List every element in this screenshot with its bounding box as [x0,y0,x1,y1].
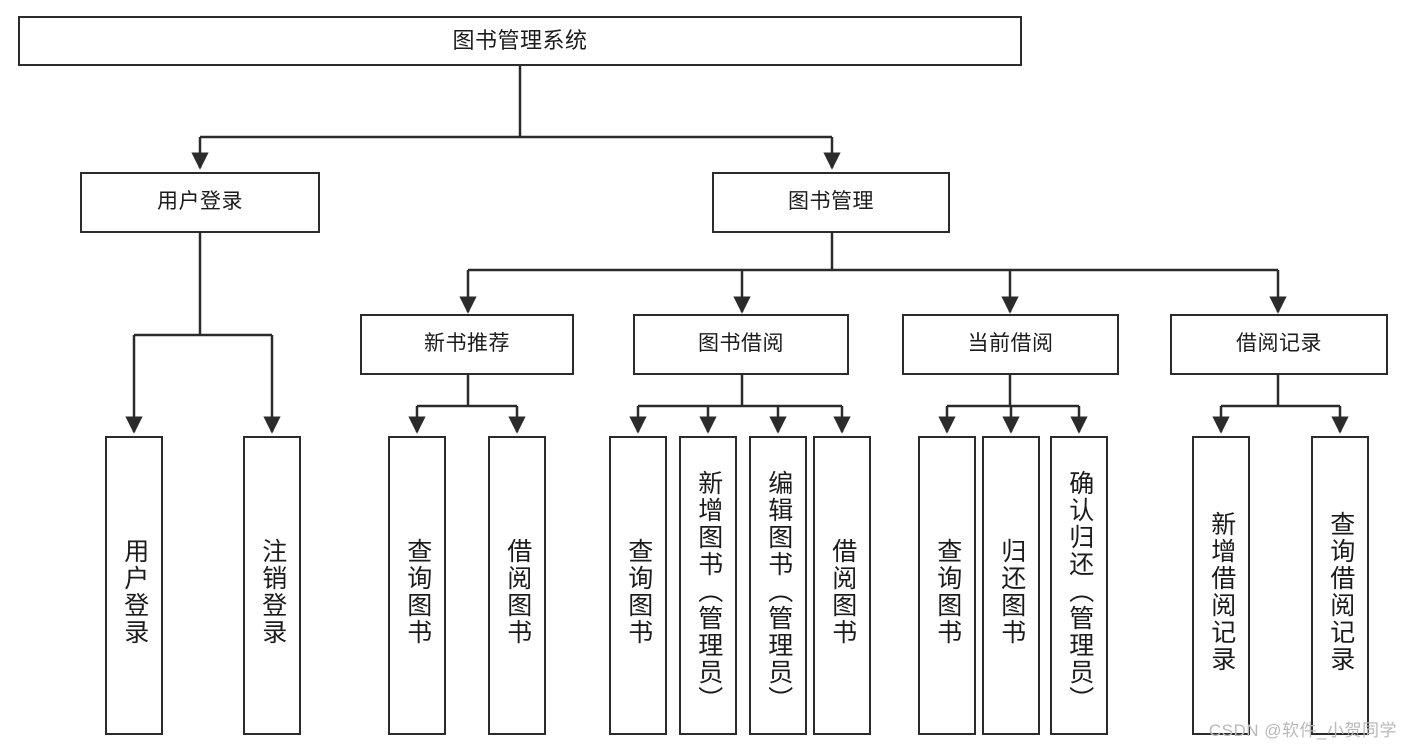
node-label: 图书管理系统 [452,28,588,54]
node-new-book-recommend[interactable]: 新书推荐 [360,314,574,375]
node-label: 用户登录 [120,538,149,646]
node-label: 新书推荐 [424,332,510,356]
leaf-currentborrow-query-book[interactable]: 查询图书 [918,436,976,735]
node-label: 注销登录 [258,538,287,646]
leaf-newbook-query-book[interactable]: 查询图书 [388,436,446,735]
leaf-user-logout[interactable]: 注销登录 [243,436,301,735]
node-root-system[interactable]: 图书管理系统 [18,16,1022,66]
node-label: 查询图书 [933,538,962,646]
node-label: 编辑图书（管理员） [764,470,793,713]
node-label: 查询借阅记录 [1326,511,1355,673]
node-current-borrow[interactable]: 当前借阅 [902,314,1119,375]
leaf-bookborrow-edit-book-admin[interactable]: 编辑图书（管理员） [749,436,807,735]
leaf-bookborrow-query-book[interactable]: 查询图书 [609,436,667,735]
node-label: 借阅图书 [828,538,857,646]
node-label: 用户登录 [157,190,243,214]
node-label: 新增借阅记录 [1207,511,1236,673]
leaf-borrowrecord-add-record[interactable]: 新增借阅记录 [1192,436,1250,735]
node-label: 查询图书 [624,538,653,646]
leaf-bookborrow-add-book-admin[interactable]: 新增图书（管理员） [679,436,737,735]
node-label: 确认归还（管理员） [1065,470,1094,713]
leaf-bookborrow-borrow-book[interactable]: 借阅图书 [813,436,871,735]
node-book-borrow[interactable]: 图书借阅 [633,314,849,375]
node-borrow-record[interactable]: 借阅记录 [1170,314,1388,375]
leaf-currentborrow-confirm-return-admin[interactable]: 确认归还（管理员） [1050,436,1108,735]
node-label: 当前借阅 [967,332,1054,356]
node-user-login[interactable]: 用户登录 [80,172,320,233]
csdn-watermark: CSDN @软件_小贺同学 [1208,721,1397,740]
node-label: 归还图书 [997,538,1026,646]
leaf-borrowrecord-query-record[interactable]: 查询借阅记录 [1311,436,1369,735]
node-label: 图书借阅 [698,332,784,356]
leaf-user-login[interactable]: 用户登录 [105,436,163,735]
node-label: 图书管理 [788,190,874,214]
node-label: 借阅记录 [1236,332,1322,356]
leaf-newbook-borrow-book[interactable]: 借阅图书 [488,436,546,735]
node-book-manage[interactable]: 图书管理 [712,172,950,233]
leaf-currentborrow-return-book[interactable]: 归还图书 [982,436,1040,735]
node-label: 查询图书 [403,538,432,646]
node-label: 新增图书（管理员） [694,470,723,713]
node-label: 借阅图书 [503,538,532,646]
